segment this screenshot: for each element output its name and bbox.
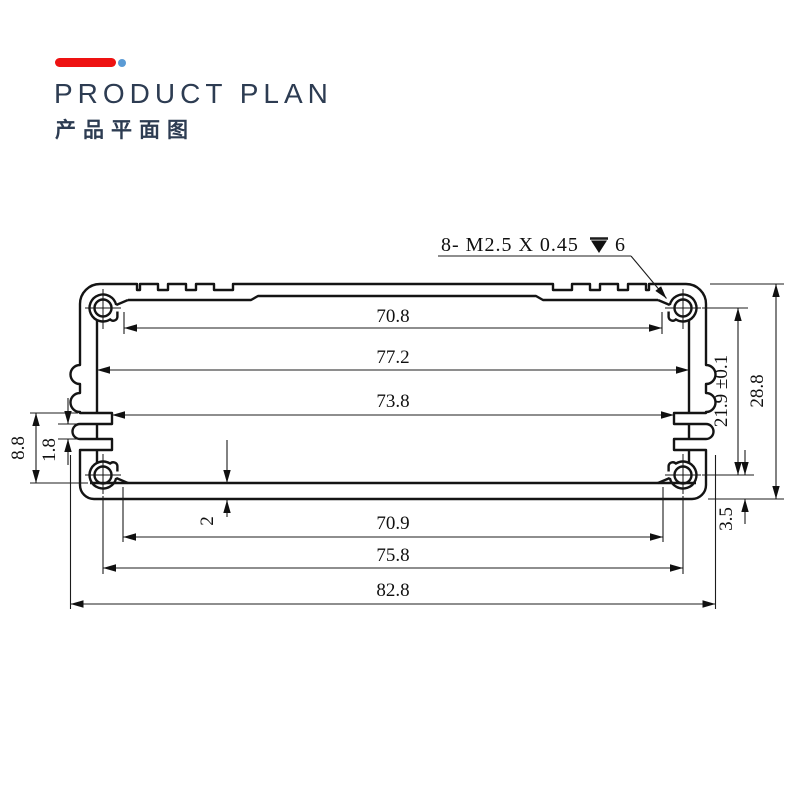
screw-boss-bottom-right — [656, 452, 703, 496]
page-title: PRODUCT PLAN — [54, 78, 333, 109]
dim-hole-spacing: 75.8 — [103, 545, 683, 572]
leader-line — [630, 255, 667, 299]
dim-bottom-opening-value: 70.9 — [376, 513, 409, 534]
dim-base-thickness-value: 2 — [197, 516, 218, 526]
dim-overall-height: 28.8 — [747, 284, 780, 499]
dim-hole-spacing-vertical-value: 21.9 ±0.1 — [711, 355, 732, 427]
screw-boss-top-left — [83, 287, 130, 331]
dim-corner-offset: 3.5 — [716, 450, 749, 531]
dim-corner-offset-value: 3.5 — [716, 507, 737, 531]
dim-bottom-opening: 70.9 — [123, 513, 663, 541]
depth-symbol-icon — [590, 237, 608, 253]
dim-hole-spacing-vertical: 21.9 ±0.1 — [711, 308, 742, 475]
screw-boss-top-right — [656, 287, 703, 331]
dim-slot-gap: 1.8 — [39, 398, 72, 465]
dim-groove-span: 73.8 — [112, 391, 674, 419]
extrusion-profile — [69, 282, 717, 501]
brand-accent-bar — [55, 58, 116, 67]
thread-note-text: 8- M2.5 X 0.45 — [441, 234, 579, 256]
dim-inner-width: 77.2 — [97, 347, 689, 374]
dim-pocket-depth-value: 8.8 — [8, 436, 29, 460]
dim-slot-gap-value: 1.8 — [39, 438, 60, 462]
dim-base-thickness: 2 — [197, 440, 231, 526]
dim-hole-spacing-value: 75.8 — [376, 545, 409, 566]
thread-depth-value: 6 — [615, 234, 626, 256]
dim-top-opening-value: 70.8 — [376, 306, 409, 327]
dim-top-opening: 70.8 — [124, 306, 662, 332]
dim-groove-span-value: 73.8 — [376, 391, 409, 412]
profile-top-edge — [78, 282, 708, 305]
profile-inner-ceiling — [128, 294, 658, 302]
dim-overall-width: 82.8 — [70, 580, 716, 608]
page-subtitle: 产品平面图 — [55, 119, 195, 142]
screw-boss-bottom-left — [83, 452, 130, 496]
thread-callout: 8- M2.5 X 0.45 6 — [438, 234, 667, 299]
brand-accent-dot — [118, 59, 126, 67]
dim-overall-width-value: 82.8 — [376, 580, 409, 601]
dim-inner-width-value: 77.2 — [376, 347, 409, 368]
dim-pocket-depth: 8.8 — [8, 413, 40, 483]
dim-overall-height-value: 28.8 — [747, 374, 768, 407]
